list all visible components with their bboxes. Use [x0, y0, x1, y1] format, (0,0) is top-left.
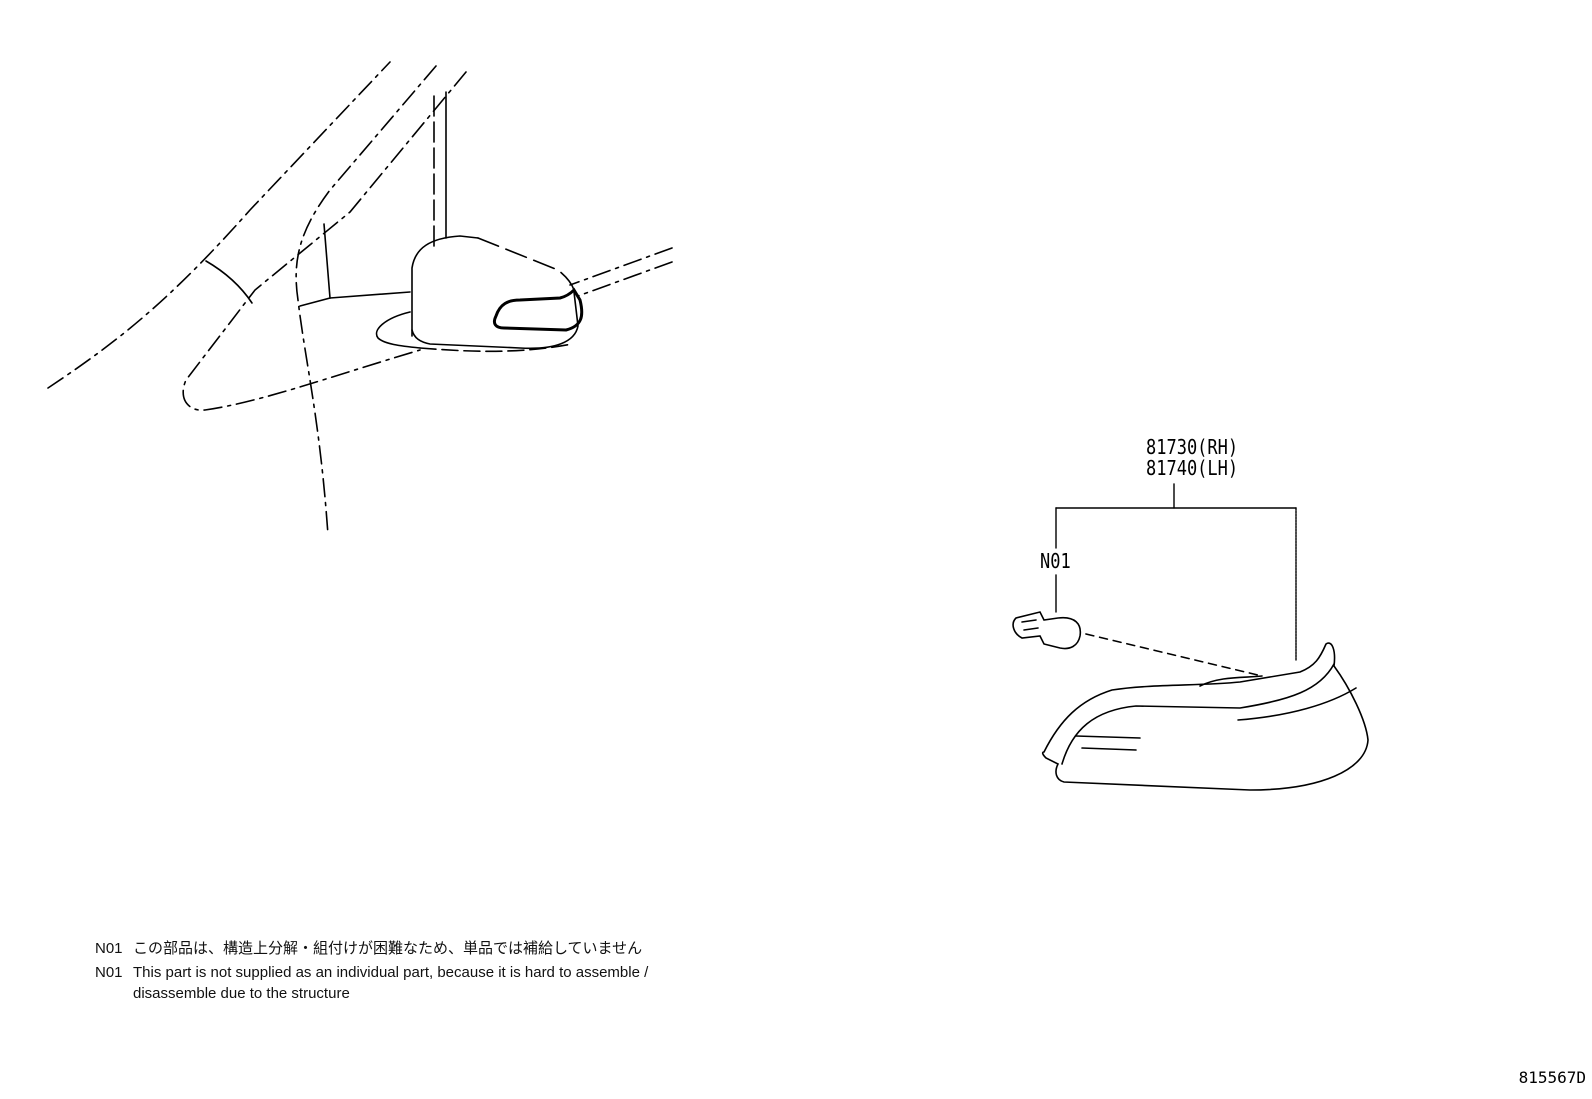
bulb-icon: [1012, 611, 1082, 650]
note-japanese: N01 この部品は、構造上分解・組付けが困難なため、単品では補給していません: [95, 937, 642, 958]
assembly-dashed-line: [1085, 633, 1263, 677]
leader-lines: [1055, 483, 1297, 661]
note-ref-callout: N01: [1040, 549, 1071, 573]
pillar-lines: [205, 91, 447, 307]
part-number-lh: 81740(LH): [1146, 456, 1239, 480]
mirror-turn-signal-highlight: [492, 287, 584, 332]
part-number-rh: 81730(RH): [1146, 435, 1239, 459]
note-english-continuation: disassemble due to the structure: [133, 985, 350, 1002]
note-text: この部品は、構造上分解・組付けが困難なため、単品では補給していません: [133, 940, 643, 957]
diagram-reference-code: 815567D: [1518, 1068, 1586, 1087]
note-text: This part is not supplied as an individu…: [133, 964, 649, 981]
mirror-housing: [375, 235, 579, 353]
turn-signal-lamp-assembly: [1041, 642, 1369, 791]
note-code: N01: [95, 940, 123, 957]
vehicle-context-illustration: [47, 61, 673, 536]
note-english: N01 This part is not supplied as an indiv…: [95, 964, 648, 981]
note-code: N01: [95, 964, 123, 981]
